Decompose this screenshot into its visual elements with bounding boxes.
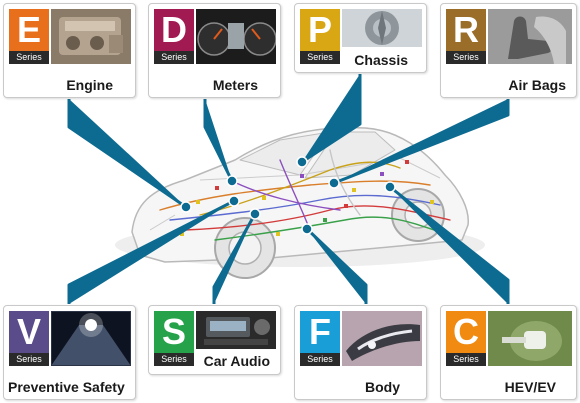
series-caption: Series	[9, 51, 49, 64]
car-audio-series-card[interactable]: S Series Car Audio	[148, 305, 281, 375]
card-label: Engine	[66, 77, 113, 93]
preventive-safety-series-card[interactable]: V Series Preventive Safety	[3, 305, 136, 400]
chassis-photo	[342, 9, 422, 47]
connection-point-vsafety	[228, 195, 240, 207]
series-letter: C	[446, 311, 486, 353]
series-caption: Series	[446, 51, 486, 64]
series-letter: R	[446, 9, 486, 51]
card-label: HEV/EV	[504, 379, 556, 395]
airbags-series-card[interactable]: R Series Air Bags	[440, 3, 577, 98]
card-label: Body	[365, 379, 400, 395]
series-badge-e: E Series	[9, 9, 49, 64]
series-letter: F	[300, 311, 340, 353]
connection-point-hevev	[384, 181, 396, 193]
engine-photo	[51, 9, 131, 64]
leader-line-hevev	[389, 185, 510, 304]
leader-lines	[67, 74, 510, 304]
connection-point-body	[301, 223, 313, 235]
series-badge-v: V Series	[9, 311, 49, 366]
connection-point-engine	[180, 201, 192, 213]
leader-line-chassis	[301, 74, 362, 164]
connection-point-meters	[226, 175, 238, 187]
connection-point-caraudio	[249, 208, 261, 220]
series-caption: Series	[9, 353, 49, 366]
night-road-photo	[51, 311, 131, 366]
hev-ev-series-card[interactable]: C Series HEV/EV	[440, 305, 577, 400]
series-letter: D	[154, 9, 194, 51]
series-caption: Series	[300, 51, 340, 64]
connection-point-airbags	[328, 177, 340, 189]
series-badge-d: D Series	[154, 9, 194, 64]
series-caption: Series	[446, 353, 486, 366]
meters-series-card[interactable]: D Series Meters	[148, 3, 281, 98]
series-badge-c: C Series	[446, 311, 486, 366]
connection-point-chassis	[296, 156, 308, 168]
engine-series-card[interactable]: E Series Engine	[3, 3, 136, 98]
headlight-photo	[342, 311, 422, 366]
card-label: Air Bags	[508, 77, 566, 93]
seat-photo	[488, 9, 572, 64]
series-letter: E	[9, 9, 49, 51]
wiring-connectors	[180, 160, 434, 236]
series-badge-s: S Series	[154, 311, 194, 366]
leader-line-caraudio	[212, 213, 257, 304]
series-badge-f: F Series	[300, 311, 340, 366]
leader-line-meters	[203, 99, 234, 182]
leader-line-engine	[67, 99, 187, 209]
series-letter: P	[300, 9, 340, 51]
card-label: Chassis	[354, 52, 408, 68]
car-audio-photo	[196, 311, 276, 349]
card-label: Car Audio	[203, 353, 270, 369]
series-badge-r: R Series	[446, 9, 486, 64]
card-label: Meters	[212, 77, 258, 93]
meters-photo	[196, 9, 276, 64]
series-letter: S	[154, 311, 194, 353]
card-label: Preventive Safety	[8, 379, 125, 395]
connection-points	[180, 156, 396, 235]
series-caption: Series	[300, 353, 340, 366]
series-caption: Series	[154, 353, 194, 366]
series-badge-p: P Series	[300, 9, 340, 64]
leader-line-airbags	[333, 99, 510, 185]
leader-line-body	[305, 227, 368, 304]
leader-line-vsafety	[67, 199, 235, 304]
series-caption: Series	[154, 51, 194, 64]
body-series-card[interactable]: F Series Body	[294, 305, 427, 400]
charging-plug-photo	[488, 311, 572, 366]
chassis-series-card[interactable]: P Series Chassis	[294, 3, 427, 73]
series-letter: V	[9, 311, 49, 353]
